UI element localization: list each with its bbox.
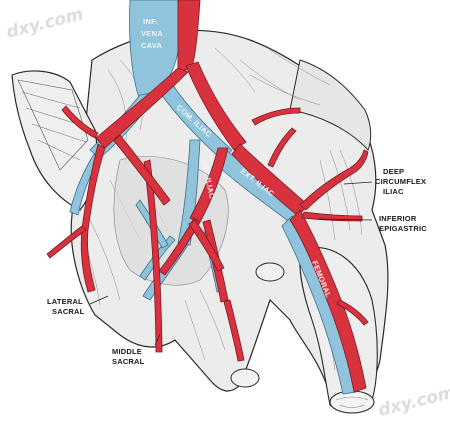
label-middle-sacral-2: SACRAL [112, 357, 145, 366]
right-common-iliac-artery [185, 61, 247, 151]
label-inferior-epigastric-2: EPIGASTRIC [379, 224, 427, 233]
label-deep-circumflex-3: ILIAC [383, 187, 404, 196]
label-inferior-epigastric-1: INFERIOR [379, 214, 417, 223]
label-middle-sacral-1: MIDDLE [112, 347, 142, 356]
watermark-top-left: dxy.com [4, 4, 85, 42]
internal-iliac-vein [177, 139, 201, 246]
label-inf-vena-cava-3: CAVA [141, 41, 163, 50]
internal-iliac-artery [189, 147, 229, 223]
femoral-artery [289, 209, 367, 393]
middle-sacral-artery [143, 159, 163, 353]
label-deep-circumflex-1: DEEP [383, 167, 404, 176]
deep-circumflex-iliac-artery [299, 149, 369, 211]
watermark-bottom-right: dxy.com [376, 382, 450, 420]
label-lateral-sacral-1: LATERAL [47, 297, 83, 306]
right-common-iliac-vein [157, 83, 233, 161]
inferior-epigastric-artery [301, 211, 363, 222]
lateral-sacral-artery [80, 143, 106, 293]
label-deep-circumflex-2: CIRCUMFLEX [375, 177, 426, 186]
arteries [46, 0, 369, 393]
label-inf-vena-cava-1: INF. [143, 17, 158, 26]
label-lateral-sacral-2: SACRAL [52, 307, 85, 316]
leader-lines [89, 181, 373, 346]
annotation-labels: DEEP CIRCUMFLEX ILIAC INFERIOR EPIGASTRI… [47, 167, 427, 366]
label-inf-vena-cava-2: VENA [141, 29, 163, 38]
